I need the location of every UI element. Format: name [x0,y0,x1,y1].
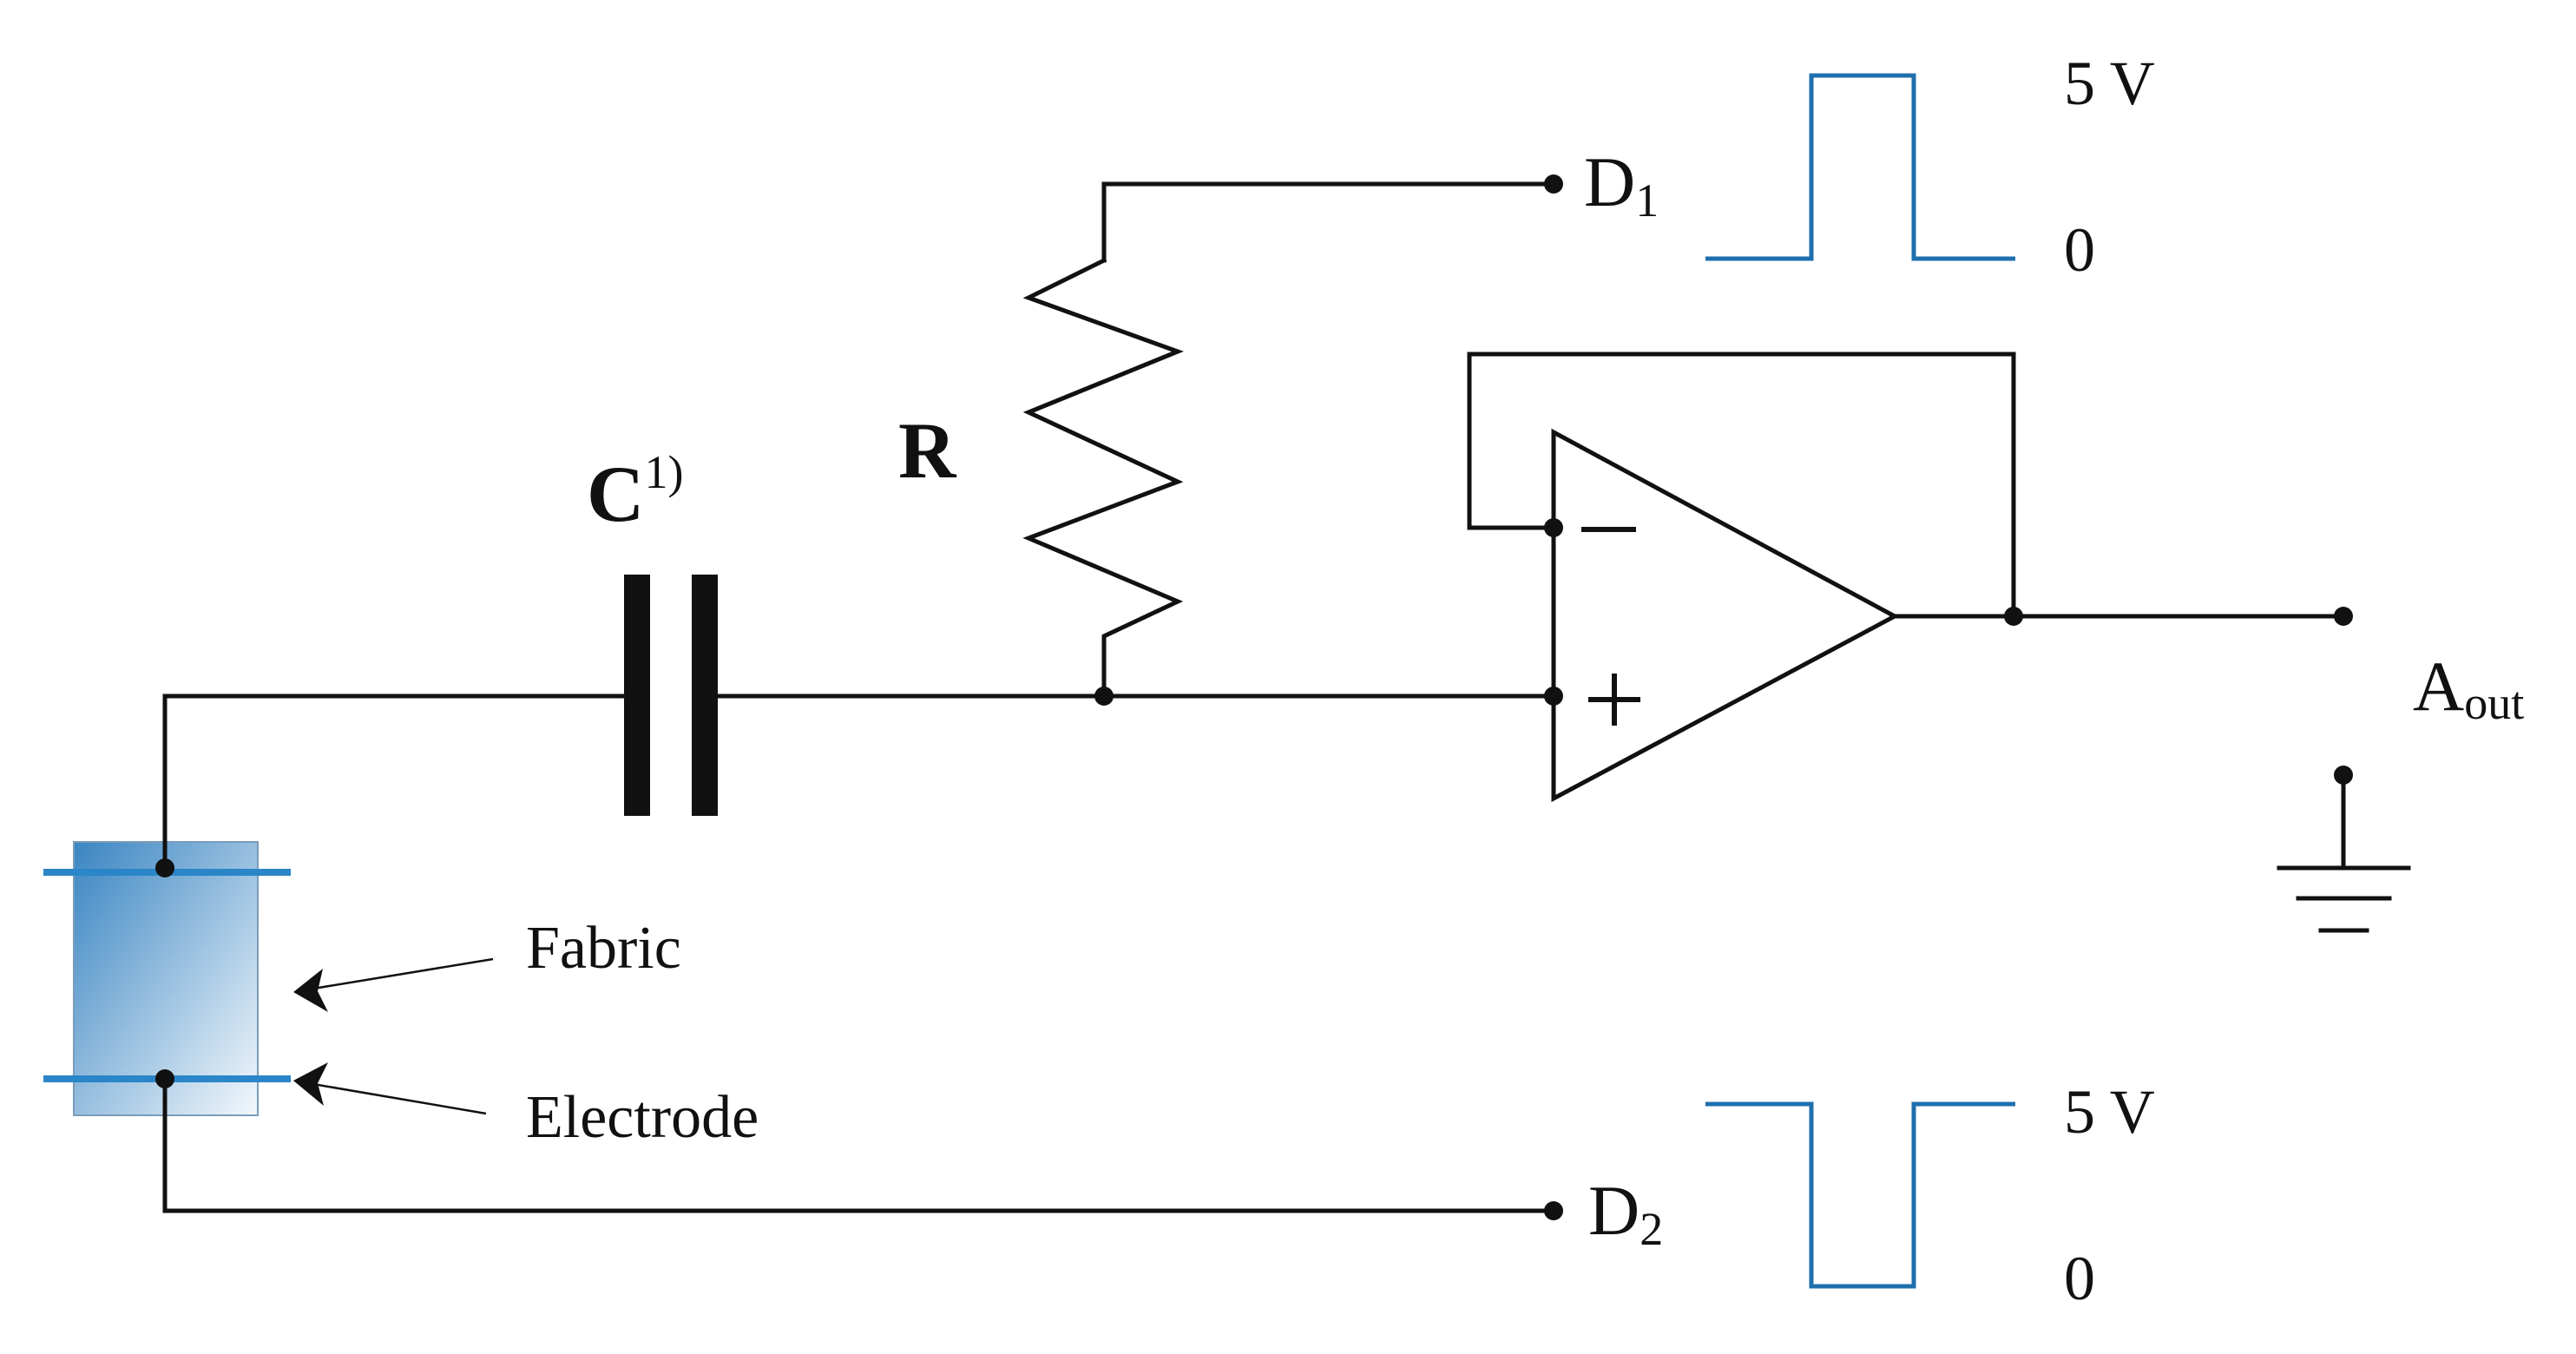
resistor [1022,257,1184,699]
pulse-bottom-waveform [1705,1101,2015,1289]
wire-electrode-to-capacitor [162,693,639,871]
node-electrode-top [155,858,174,877]
electrode-arrowhead [293,1062,328,1106]
d1-subscript: 1 [1635,174,1659,227]
electrode-leader-line [307,1081,487,1115]
pulse-bottom-high-label: 5 V [2064,1077,2155,1147]
d2-label: D2 [1588,1171,1663,1255]
aout-label: Aout [2413,647,2524,729]
node-electrode-bottom [155,1069,174,1088]
capacitor-note: 1) [644,446,683,498]
pulse-top-waveform [1705,73,2015,261]
resistor-label: R [898,406,957,495]
wire-resistor-to-d1 [1101,181,1556,263]
fabric-leader-line [307,957,494,991]
electrode-label: Electrode [526,1084,759,1151]
capacitor-plate-right [692,575,718,816]
node-d1-terminal [1544,174,1563,194]
node-aout-terminal [2334,607,2353,626]
node-ground-terminal [2334,766,2353,785]
aout-subscript: out [2464,677,2524,729]
pulse-top-high-label: 5 V [2064,49,2155,118]
node-opamp-minus [1544,518,1563,537]
fabric-arrowhead [293,969,328,1012]
node-d2-terminal [1544,1201,1563,1220]
op-amp [1551,428,1900,803]
wire-feedback [1467,352,2016,619]
node-resistor-junction [1094,687,1114,706]
node-output-junction [2004,607,2023,626]
fabric-label: Fabric [526,915,681,982]
pulse-bottom-low-label: 0 [2064,1244,2095,1313]
pulse-top-low-label: 0 [2064,215,2095,285]
d1-label: D1 [1584,142,1659,227]
wire-electrode-to-d2 [162,1076,1556,1213]
capacitor-plate-left [624,575,650,816]
d2-subscript: 2 [1640,1203,1663,1255]
capacitor-label: C1) [587,446,683,538]
node-opamp-plus [1544,687,1563,706]
